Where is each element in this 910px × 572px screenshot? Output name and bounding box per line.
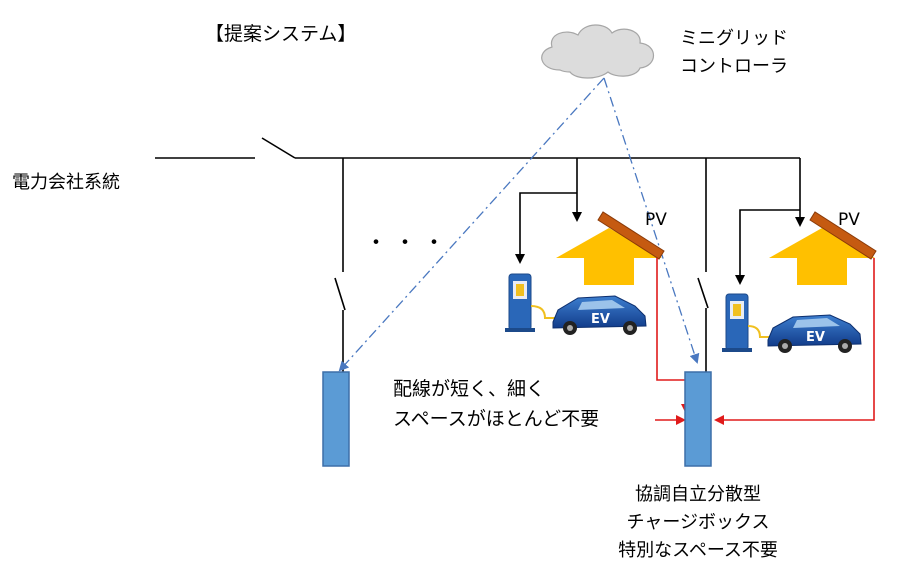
controller-label-line2: コントローラ xyxy=(680,56,788,77)
note-line2: スペースがほとんど不要 xyxy=(393,408,599,430)
ev-charger-icon xyxy=(722,293,772,352)
box-caption-line3: 特別なスペース不要 xyxy=(618,540,778,561)
charge-box-left xyxy=(322,371,350,467)
note-line1: 配線が短く、細く xyxy=(393,378,545,400)
ev-label: EV xyxy=(806,330,825,345)
ev-label: EV xyxy=(591,312,610,327)
controller-label-line1: ミニグリッド xyxy=(680,28,788,49)
ellipsis: ・ ・ ・ xyxy=(365,231,445,256)
grid-label: 電力会社系統 xyxy=(12,172,120,193)
ev-car-icon xyxy=(552,295,647,335)
control-signal-lines xyxy=(338,77,700,372)
box-caption-line2: チャージボックス xyxy=(627,512,770,533)
main-switch xyxy=(261,137,296,159)
ev-car-icon xyxy=(767,314,862,353)
house-icon xyxy=(556,211,665,285)
cloud-icon xyxy=(541,24,655,79)
charge-box-right xyxy=(684,371,712,467)
main-bus-line xyxy=(155,137,800,159)
box-caption-line1: 協調自立分散型 xyxy=(635,484,761,505)
house-icon xyxy=(769,211,877,285)
diagram-title: 【提案システム】 xyxy=(205,23,356,45)
ev-charger-icon xyxy=(505,273,560,332)
pv-label: PV xyxy=(838,210,860,230)
pv-label: PV xyxy=(645,210,667,230)
branch-lines xyxy=(334,158,805,372)
